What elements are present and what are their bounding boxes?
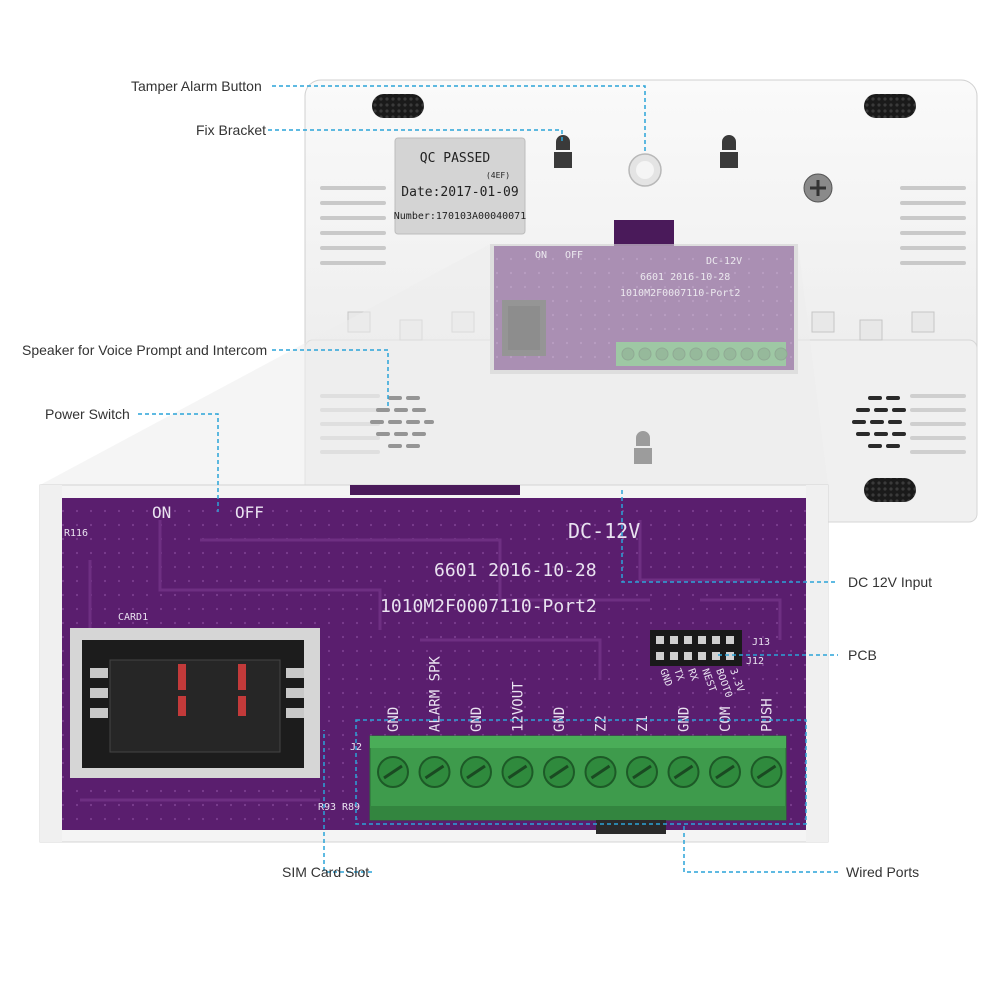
terminal-screw-slot (424, 764, 445, 780)
callout-pcb: PCB (848, 647, 877, 663)
leader-sim (323, 730, 372, 873)
callout-wired-ports: Wired Ports (846, 864, 920, 880)
vent-slots-right (900, 186, 966, 265)
header-pin-label: RX (685, 667, 699, 682)
terminal-screw-slot (466, 764, 486, 780)
terminal-label: Z2 (594, 715, 610, 732)
terminal-screw-slot (673, 764, 694, 780)
card-label: CARD1 (118, 612, 148, 623)
sim-card-slot (70, 628, 320, 778)
model-label: 1010M2F0007110-Port2 (380, 596, 597, 617)
power-on-label: ON (152, 503, 171, 522)
callout-tamper-alarm-button: Tamper Alarm Button (131, 78, 262, 94)
vent-slots-left (320, 186, 386, 265)
header-pin-label: TX (671, 667, 685, 682)
callout-power-switch: Power Switch (45, 406, 130, 422)
qc-title: QC PASSED (420, 151, 491, 166)
r116-label: R116 (64, 528, 88, 539)
leader-bracket (268, 129, 563, 142)
zoomed-board-panel: ON OFF R116 DC-12V 6601 2016-10-28 1010M… (39, 484, 829, 843)
callout-dc-input: DC 12V Input (848, 574, 933, 590)
callout-speaker: Speaker for Voice Prompt and Intercom (22, 342, 268, 358)
j12-label: J12 (746, 656, 764, 667)
r93-label: R93 (318, 802, 336, 813)
zoom-cone (40, 244, 828, 485)
leader-lines (138, 85, 838, 873)
j13-label: J13 (752, 637, 770, 648)
rubber-foot (372, 94, 424, 118)
leader-tamper (272, 85, 646, 154)
terminal-screw-slot (549, 764, 569, 780)
dc-label: DC-12V (568, 519, 640, 543)
terminal-screw-slot (383, 764, 403, 780)
rubber-foot (864, 94, 916, 118)
terminal-screw-slot (590, 764, 611, 780)
qc-sticker: QC PASSED (4EF) Date:2017-01-09 Number:1… (394, 137, 526, 235)
leader-power (138, 413, 219, 512)
callout-fix-bracket: Fix Bracket (196, 122, 267, 138)
qc-number: Number:170103A00040071 (394, 211, 526, 222)
terminal-label: GND (677, 707, 693, 732)
pin-header (650, 630, 742, 666)
fix-bracket-keyhole (720, 135, 738, 168)
terminal-label: COM (718, 707, 734, 732)
terminal-label: 12VOUT (511, 681, 527, 732)
rubber-foot (864, 478, 916, 502)
terminal-screw-slot (756, 764, 777, 780)
leader-speaker (272, 349, 389, 408)
vent-slots-lower-right (910, 394, 966, 454)
terminal-screw-slot (632, 764, 652, 780)
leader-dc (621, 490, 838, 583)
leader-wired (683, 824, 838, 873)
date-code-label: 6601 2016-10-28 (434, 560, 597, 581)
terminal-label: ALARM SPK (428, 656, 444, 732)
speaker-grille-right (852, 396, 906, 448)
terminal-screw-slot (507, 764, 528, 780)
callout-sim-card-slot: SIM Card Slot (282, 864, 370, 880)
qc-date: Date:2017-01-09 (401, 185, 518, 200)
terminal-screws (377, 756, 783, 788)
power-off-label: OFF (235, 503, 264, 522)
terminal-screw-slot (715, 764, 735, 780)
fix-bracket-keyhole (554, 135, 572, 168)
terminal-label: Z1 (635, 715, 651, 732)
r89-label: R89 (342, 802, 360, 813)
wired-ports-highlight (355, 719, 807, 825)
qc-code: (4EF) (486, 171, 510, 180)
terminal-label: PUSH (760, 698, 776, 732)
